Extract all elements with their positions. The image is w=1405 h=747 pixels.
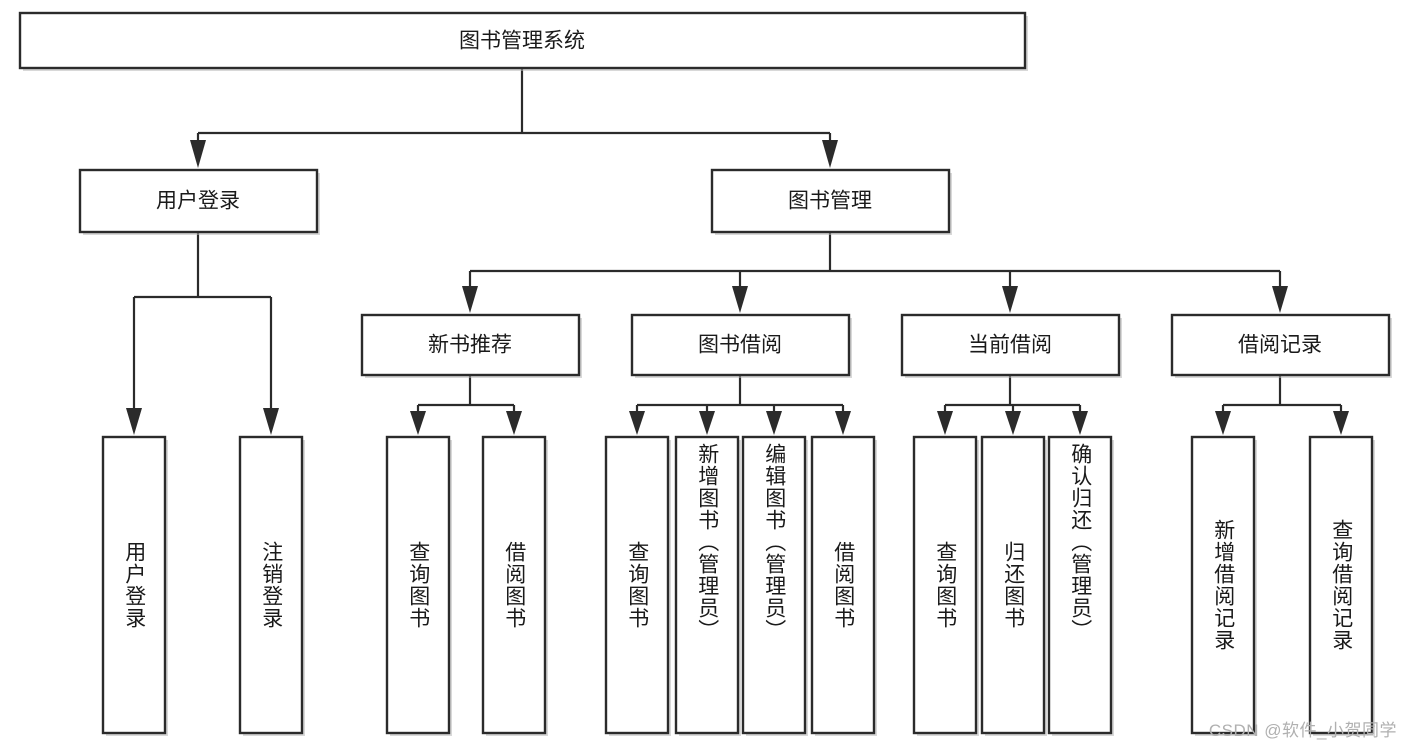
arrowhead-leaf-query-book-rec [410,411,426,435]
arrowhead-leaf-confirm-return-admin [1072,411,1088,435]
leaf-rect-query-book-cur[interactable] [912,435,978,735]
arrowhead-leaf-query-book-cur [937,411,953,435]
arrowhead-book-borrow [732,286,748,313]
leaf-rect-borrow-book[interactable] [810,435,876,735]
arrowhead-leaf-borrow-book [835,411,851,435]
leaf-rect-borrow-book-rec[interactable] [481,435,547,735]
leaf-rect-add-borrow-record[interactable] [1190,435,1256,735]
node-root[interactable]: 图书管理系统 [18,11,1028,71]
arrowhead-leaf-add-borrow-record [1215,411,1231,435]
arrowhead-current-borrow [1002,286,1018,313]
leaf-rect-user-login[interactable] [101,435,167,735]
arrowhead-leaf-edit-book-admin [766,411,782,435]
node-group: 图书管理系统 用户登录 图书管理 新书推荐 [18,11,1392,736]
arrowhead-borrow-record [1272,286,1288,313]
leaf-rect-edit-book-admin[interactable] [741,435,807,735]
node-current-borrow-rect [900,313,1121,377]
arrowhead-leaf-query-borrow-record [1333,411,1349,435]
leaf-box-group [101,435,1375,736]
node-new-book-recommend[interactable]: 新书推荐 [360,313,582,378]
node-user-login[interactable]: 用户登录 [78,168,320,235]
arrowhead-user-login [190,140,206,168]
arrowhead-new-book-recommend [462,286,478,313]
node-book-borrow-rect [630,313,851,377]
arrowhead-book-manage [822,140,838,168]
node-root-rect [18,11,1027,70]
arrowhead-group [126,140,1349,435]
arrowhead-leaf-return-book [1005,411,1021,435]
node-user-login-label: 用户登录 [156,190,240,213]
node-user-login-rect [78,168,319,234]
node-book-manage[interactable]: 图书管理 [710,168,952,235]
node-borrow-record-rect [1170,313,1391,377]
node-book-borrow[interactable]: 图书借阅 [630,313,852,378]
node-book-borrow-label: 图书借阅 [698,334,782,357]
node-current-borrow[interactable]: 当前借阅 [900,313,1122,378]
arrowhead-leaf-user-login [126,408,142,435]
leaf-rect-query-book-borrow[interactable] [604,435,670,735]
node-book-manage-rect [710,168,951,234]
leaf-rect-query-book-rec[interactable] [385,435,451,735]
node-borrow-record[interactable]: 借阅记录 [1170,313,1392,378]
node-new-book-recommend-label: 新书推荐 [428,334,512,357]
connector-group [132,68,1343,411]
node-root-label: 图书管理系统 [459,30,585,53]
leaf-rect-return-book[interactable] [980,435,1046,735]
node-new-book-recommend-rect [360,313,581,377]
node-borrow-record-label: 借阅记录 [1238,334,1322,357]
leaf-rect-add-book-admin[interactable] [674,435,740,735]
leaf-rect-confirm-return-admin[interactable] [1047,435,1113,735]
arrowhead-leaf-add-book-admin [699,411,715,435]
csdn-watermark: CSDN @软件_小贺同学 [1208,721,1397,740]
node-book-manage-label: 图书管理 [788,190,872,213]
leaf-rect-query-borrow-record[interactable] [1308,435,1374,735]
arrowhead-leaf-query-book-borrow [629,411,645,435]
arrowhead-leaf-user-logout [263,408,279,435]
arrowhead-leaf-borrow-book-rec [506,411,522,435]
node-current-borrow-label: 当前借阅 [968,334,1052,357]
leaf-rect-user-logout[interactable] [238,435,304,735]
